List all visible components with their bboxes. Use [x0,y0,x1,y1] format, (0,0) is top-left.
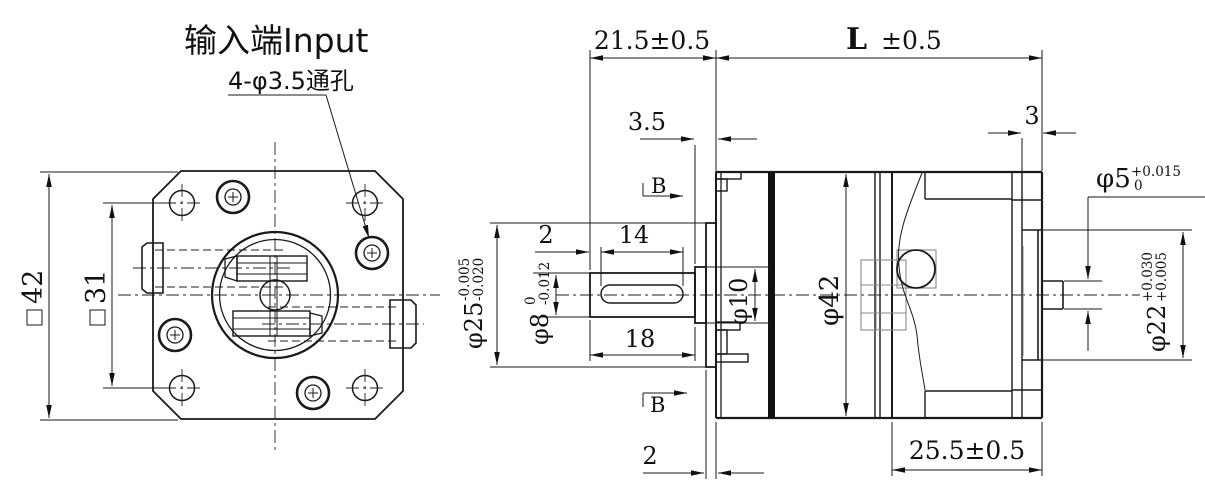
rear-cap [1011,172,1042,418]
dim-text-2: 2 [538,221,553,249]
dim-text-phi8-lower: -0.012 [537,262,553,305]
dim-pilot-thickness-2: 2 [642,370,764,479]
dim-text-phi8-upper: 0 [523,296,539,305]
dim-text-phi5: φ5 [1096,164,1131,194]
dim-text-14: 14 [619,221,650,249]
dim-text-21-5: 21.5±0.5 [594,26,710,55]
svg-text:L ±0.5: L ±0.5 [846,22,942,57]
dim-text-phi5-upper: +0.015 [1131,164,1181,180]
dim-text-phi25-lower: -0.020 [471,258,487,301]
dim-text-25-5: 25.5±0.5 [909,436,1025,465]
left-mounting-tab [141,242,164,294]
square-symbol [89,309,106,326]
dim-text-phi42: φ42 [815,275,845,326]
dim-text-2-bottom: 2 [642,442,657,470]
dim-text-31: 31 [81,270,112,304]
side-view: 21.5±0.5 L ±0.5 3.5 3 2 [457,22,1205,479]
dim-text-3: 3 [1024,102,1039,130]
screw-heads [157,179,390,411]
bearing-ball [896,249,936,289]
through-holes [163,184,384,407]
section-label: B [651,174,666,198]
flange-plate-outline [152,170,404,420]
dim-key-offset-2: 2 [535,221,589,255]
screw-head [157,317,193,353]
dim-text-phi22-upper: +0.030 [1140,252,1156,302]
dim-outer-square-42: 42 [18,171,178,421]
hole-note-leader [228,94,370,239]
dim-body-dia-42: φ42 [815,174,849,416]
dim-text-phi22-lower: +0.005 [1154,252,1170,302]
dim-body-length-L: L ±0.5 [716,22,1043,171]
keyway-slot [600,284,684,304]
dim-text-phi8: φ8 [526,313,554,345]
screw-head [215,179,251,215]
motor-internals [860,172,1012,418]
section-marker-b-bottom: B [642,390,687,417]
screw-head [354,235,390,271]
screw-head [295,375,331,411]
dim-rear-pilot-dia-22: φ22 +0.030 +0.005 [1040,229,1192,361]
section-label: B [650,393,665,417]
front-view: 42 31 输入端Input 4-φ3.5通孔 [18,21,440,450]
right-mounting-tab [389,299,417,349]
dim-bearing-boss-dia-10: φ10 [700,266,770,325]
through-hole-note: 4-φ3.5通孔 [228,67,354,95]
dim-text-3-5: 3.5 [628,108,666,136]
sun-shaft-hole [259,279,291,311]
square-symbol [26,309,43,326]
dim-shaft-length-18: 18 [589,320,696,361]
dim-text-42: 42 [18,270,49,304]
dim-motor-length-25-5: 25.5±0.5 [891,422,1043,476]
dim-shaft-dia-8: φ8 0 -0.012 [523,262,592,345]
dim-text-L-tol: ±0.5 [881,26,942,55]
front-face-clips [715,171,749,363]
dim-boss-step-3-5: 3.5 [628,108,757,264]
dim-pilot-dia-25: φ25 -0.005 -0.020 [457,222,714,368]
dim-rear-step-3: 3 [988,102,1076,171]
dim-text-phi22: φ22 [1143,305,1171,352]
stage-separator-band [768,172,775,418]
dim-rear-shaft-dia-5: φ5 +0.015 0 [1064,164,1205,351]
dim-text-L: L [846,22,867,57]
coupling-hidden-detail [860,259,907,331]
dim-text-phi10: φ10 [725,278,753,325]
section-marker-b-top: B [642,174,683,199]
dim-text-phi5-lower: 0 [1134,178,1143,194]
center-gear-opening [210,230,340,360]
rear-shaft [1042,280,1064,310]
broken-out-section-curve [897,172,926,391]
dim-text-phi25: φ25 [460,302,488,349]
input-side-title: 输入端Input [184,21,369,60]
dim-key-length-14: 14 [600,221,684,286]
dim-text-phi25-upper: -0.005 [457,258,473,301]
through-hole [346,369,384,407]
through-hole [346,184,384,222]
dim-front-length-21-5: 21.5±0.5 [589,26,717,270]
dim-text-18: 18 [625,325,656,353]
dim-hole-square-31: 31 [81,202,176,389]
